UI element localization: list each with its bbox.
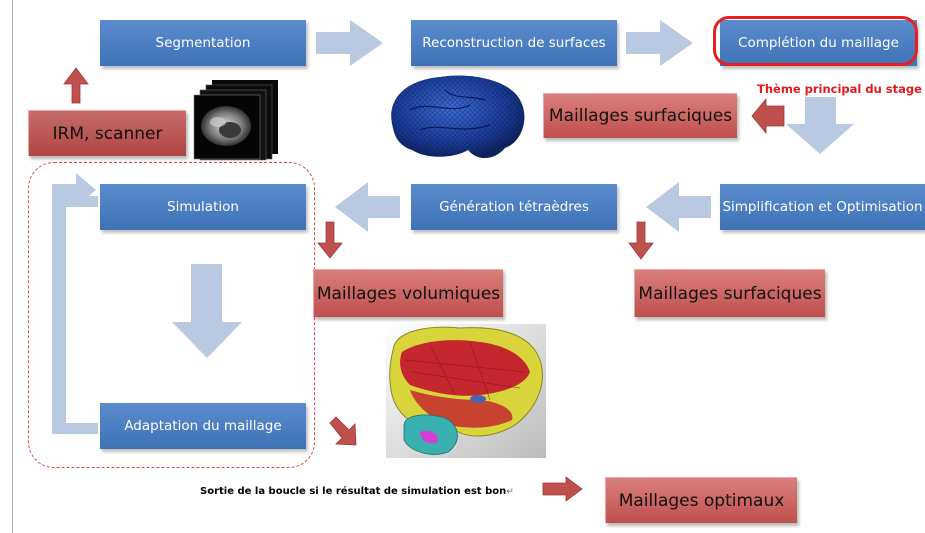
reconstruction-label: Reconstruction de surfaces xyxy=(422,35,606,51)
arrow-diag-volume xyxy=(329,416,357,446)
surfaciques-top-box: Maillages surfaciques xyxy=(543,93,737,138)
completion-label: Complétion du maillage xyxy=(738,35,899,51)
arrow-up-irm xyxy=(63,67,89,104)
red-arrows xyxy=(63,67,785,502)
generation-box: Génération tétraèdres xyxy=(411,184,617,230)
arrow-left-2 xyxy=(335,182,400,232)
irm-scanner-label: IRM, scanner xyxy=(52,123,163,144)
left-margin-rule xyxy=(12,0,13,533)
arrow-down-volumiques xyxy=(317,221,343,259)
simplification-label: Simplification et Optimisation xyxy=(722,199,923,215)
main-theme-label: Thème principal du stage xyxy=(757,82,922,96)
arrow-left-1 xyxy=(646,182,711,232)
loop-exit-note: Sortie de la boucle si le résultat de si… xyxy=(200,486,514,497)
arrow-down-completion xyxy=(786,97,854,154)
arrow-down-simulation xyxy=(172,264,242,358)
segmentation-label: Segmentation xyxy=(155,35,251,51)
generation-label: Génération tétraèdres xyxy=(439,199,589,215)
optimaux-box: Maillages optimaux xyxy=(605,477,797,523)
mri-slices-image xyxy=(193,80,278,161)
completion-box: Complétion du maillage xyxy=(720,20,917,66)
arrow-right-optimaux xyxy=(542,476,583,502)
simulation-label: Simulation xyxy=(167,199,239,215)
loop-exit-note-text: Sortie de la boucle si le résultat de si… xyxy=(200,486,507,497)
optimaux-label: Maillages optimaux xyxy=(618,490,785,511)
flow-arrows xyxy=(52,20,854,434)
brain-volume-mesh-image xyxy=(386,324,546,458)
volumiques-label: Maillages volumiques xyxy=(316,283,501,304)
surfaciques-mid-box: Maillages surfaciques xyxy=(634,269,825,317)
adaptation-label: Adaptation du maillage xyxy=(124,418,282,434)
loop-back-arrowhead xyxy=(52,173,96,207)
surfaciques-mid-label: Maillages surfaciques xyxy=(638,283,822,304)
arrow-down-surfaciques-mid xyxy=(628,221,654,260)
arrow-right-1 xyxy=(316,20,383,66)
volumiques-box: Maillages volumiques xyxy=(313,269,503,317)
arrow-left-surfaciques-top xyxy=(751,97,785,135)
reconstruction-box: Reconstruction de surfaces xyxy=(411,20,617,66)
loop-back-bar xyxy=(52,196,98,434)
adaptation-box: Adaptation du maillage xyxy=(100,403,306,449)
simplification-box: Simplification et Optimisation xyxy=(720,184,925,230)
irm-scanner-box: IRM, scanner xyxy=(28,110,186,156)
segmentation-box: Segmentation xyxy=(100,20,306,66)
main-theme-highlight xyxy=(713,16,918,66)
brain-surface-mesh-image xyxy=(391,75,525,159)
simulation-box: Simulation xyxy=(100,184,306,230)
return-mark-icon: ↵ xyxy=(506,487,514,497)
surfaciques-top-label: Maillages surfaciques xyxy=(548,106,733,126)
arrow-right-2 xyxy=(626,20,693,66)
